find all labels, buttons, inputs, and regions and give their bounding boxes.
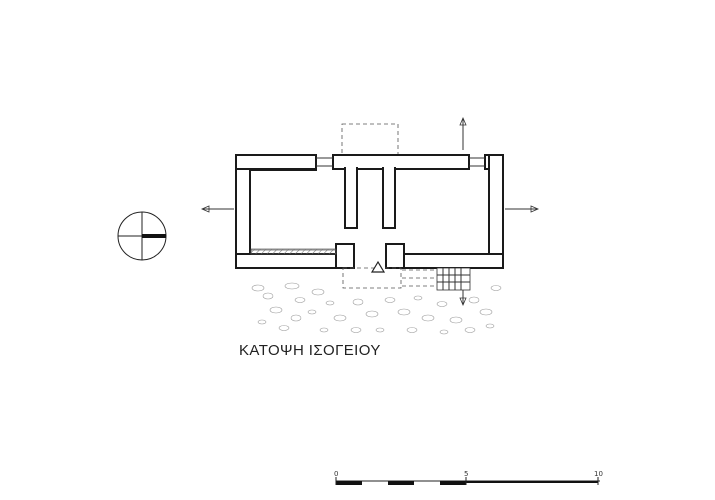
stone-ground-texture (251, 282, 502, 335)
staircase (402, 267, 471, 291)
scale-label-5: 5 (464, 470, 468, 478)
entrance-arrow (370, 260, 386, 273)
orientation-symbol (117, 211, 167, 261)
upper-projection-outline (341, 123, 399, 157)
plan-title: ΚΑΤΟΨΗ ΙΣΟΓΕΙΟΥ (239, 342, 381, 359)
scale-bar: 0 5 10 (334, 470, 603, 485)
section-markers (200, 116, 540, 307)
scale-label-10: 10 (594, 470, 603, 478)
building-walls (234, 154, 504, 269)
entrance-porch-outline (342, 267, 402, 289)
scale-label-0: 0 (334, 470, 338, 478)
